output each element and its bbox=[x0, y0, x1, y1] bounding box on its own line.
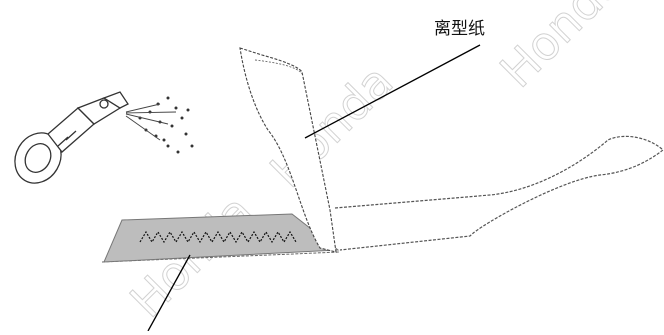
release-paper-label: 离型纸 bbox=[434, 19, 485, 39]
adhesive-leader-line bbox=[147, 254, 191, 332]
release-paper-inner-edge bbox=[254, 59, 303, 75]
spray-mist-icon bbox=[138, 96, 194, 154]
spray-gun-icon bbox=[14, 91, 129, 184]
seat-panel-outline bbox=[334, 135, 664, 251]
release-paper-leader-line bbox=[304, 44, 481, 139]
glue-zigzag-line bbox=[139, 230, 297, 244]
release-paper-sheet bbox=[239, 47, 337, 253]
spray-mist-rays bbox=[125, 103, 177, 141]
watermark-group: Honda Honda Honda bbox=[119, 0, 634, 328]
watermark-text-3: Honda bbox=[490, 0, 634, 98]
base-bottom-line bbox=[101, 251, 341, 263]
